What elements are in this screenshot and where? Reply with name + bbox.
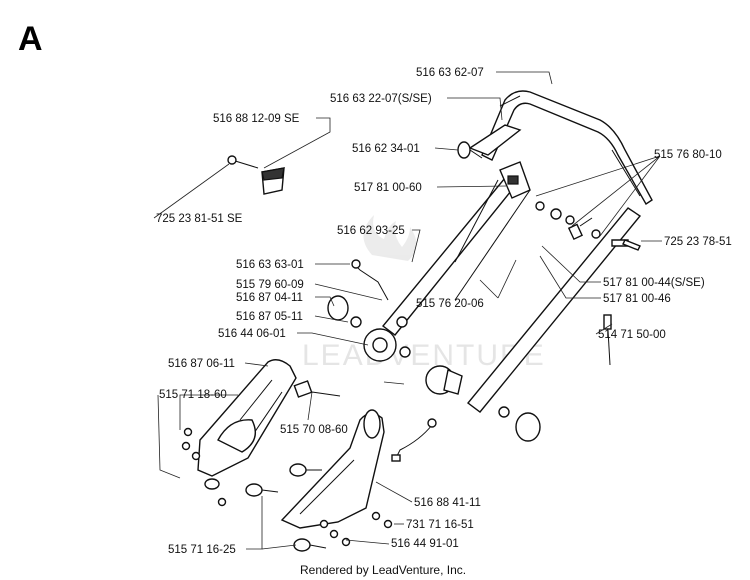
bracket-se bbox=[227, 155, 285, 195]
part-label: 731 71 16-51 bbox=[406, 519, 474, 531]
part-label: 516 88 41-11 bbox=[414, 497, 481, 509]
lever-rod bbox=[351, 259, 389, 301]
cable-end bbox=[391, 418, 437, 462]
part-label: 514 71 50-00 bbox=[598, 329, 666, 341]
upper-handle bbox=[468, 90, 653, 205]
knob-right bbox=[498, 406, 541, 442]
part-label: 516 87 04-11 bbox=[236, 292, 303, 304]
handle-tubes bbox=[381, 177, 642, 413]
part-label: 516 62 34-01 bbox=[352, 143, 420, 155]
bolt-right bbox=[622, 239, 641, 251]
part-label: 516 63 62-07 bbox=[416, 67, 484, 79]
part-label: 515 70 08-60 bbox=[280, 424, 348, 436]
handle-hardware bbox=[535, 201, 629, 247]
part-label: 515 79 60-09 bbox=[236, 279, 304, 291]
part-label: 516 44 06-01 bbox=[218, 328, 286, 340]
part-label: 516 63 22-07(S/SE) bbox=[330, 93, 432, 105]
part-label: 516 88 12-09 SE bbox=[213, 113, 300, 125]
part-label: 517 81 00-60 bbox=[354, 182, 422, 194]
ratchet-right bbox=[396, 316, 463, 395]
lower-bracket-left bbox=[197, 359, 341, 477]
ratchet-wheel bbox=[363, 328, 411, 362]
footer-credit: Rendered by LeadVenture, Inc. bbox=[300, 563, 466, 577]
part-label: 515 71 18-60 bbox=[159, 389, 227, 401]
control-box bbox=[499, 161, 531, 199]
part-label: 517 81 00-46 bbox=[603, 293, 671, 305]
part-label: 515 71 16-25 bbox=[168, 544, 236, 556]
part-label: 516 44 91-01 bbox=[391, 538, 459, 550]
cable-tie bbox=[603, 314, 612, 366]
part-label: 515 76 80-10 bbox=[654, 149, 722, 161]
part-label: 517 81 00-44(S/SE) bbox=[603, 277, 705, 289]
part-label: 516 62 93-25 bbox=[337, 225, 405, 237]
part-label: 516 87 05-11 bbox=[236, 311, 303, 323]
part-label: 516 87 06-11 bbox=[168, 358, 235, 370]
part-label: 516 63 63-01 bbox=[236, 259, 304, 271]
part-label: 725 23 81-51 SE bbox=[156, 213, 243, 225]
part-label: 515 76 20-06 bbox=[416, 298, 484, 310]
bottom-fasteners bbox=[293, 511, 393, 552]
knob-left bbox=[327, 295, 362, 328]
part-label: 725 23 78-51 bbox=[664, 236, 732, 248]
lower-bracket-right bbox=[280, 409, 385, 529]
left-fasteners bbox=[181, 427, 322, 507]
section-letter: A bbox=[18, 20, 43, 58]
leader-lines bbox=[153, 71, 662, 550]
